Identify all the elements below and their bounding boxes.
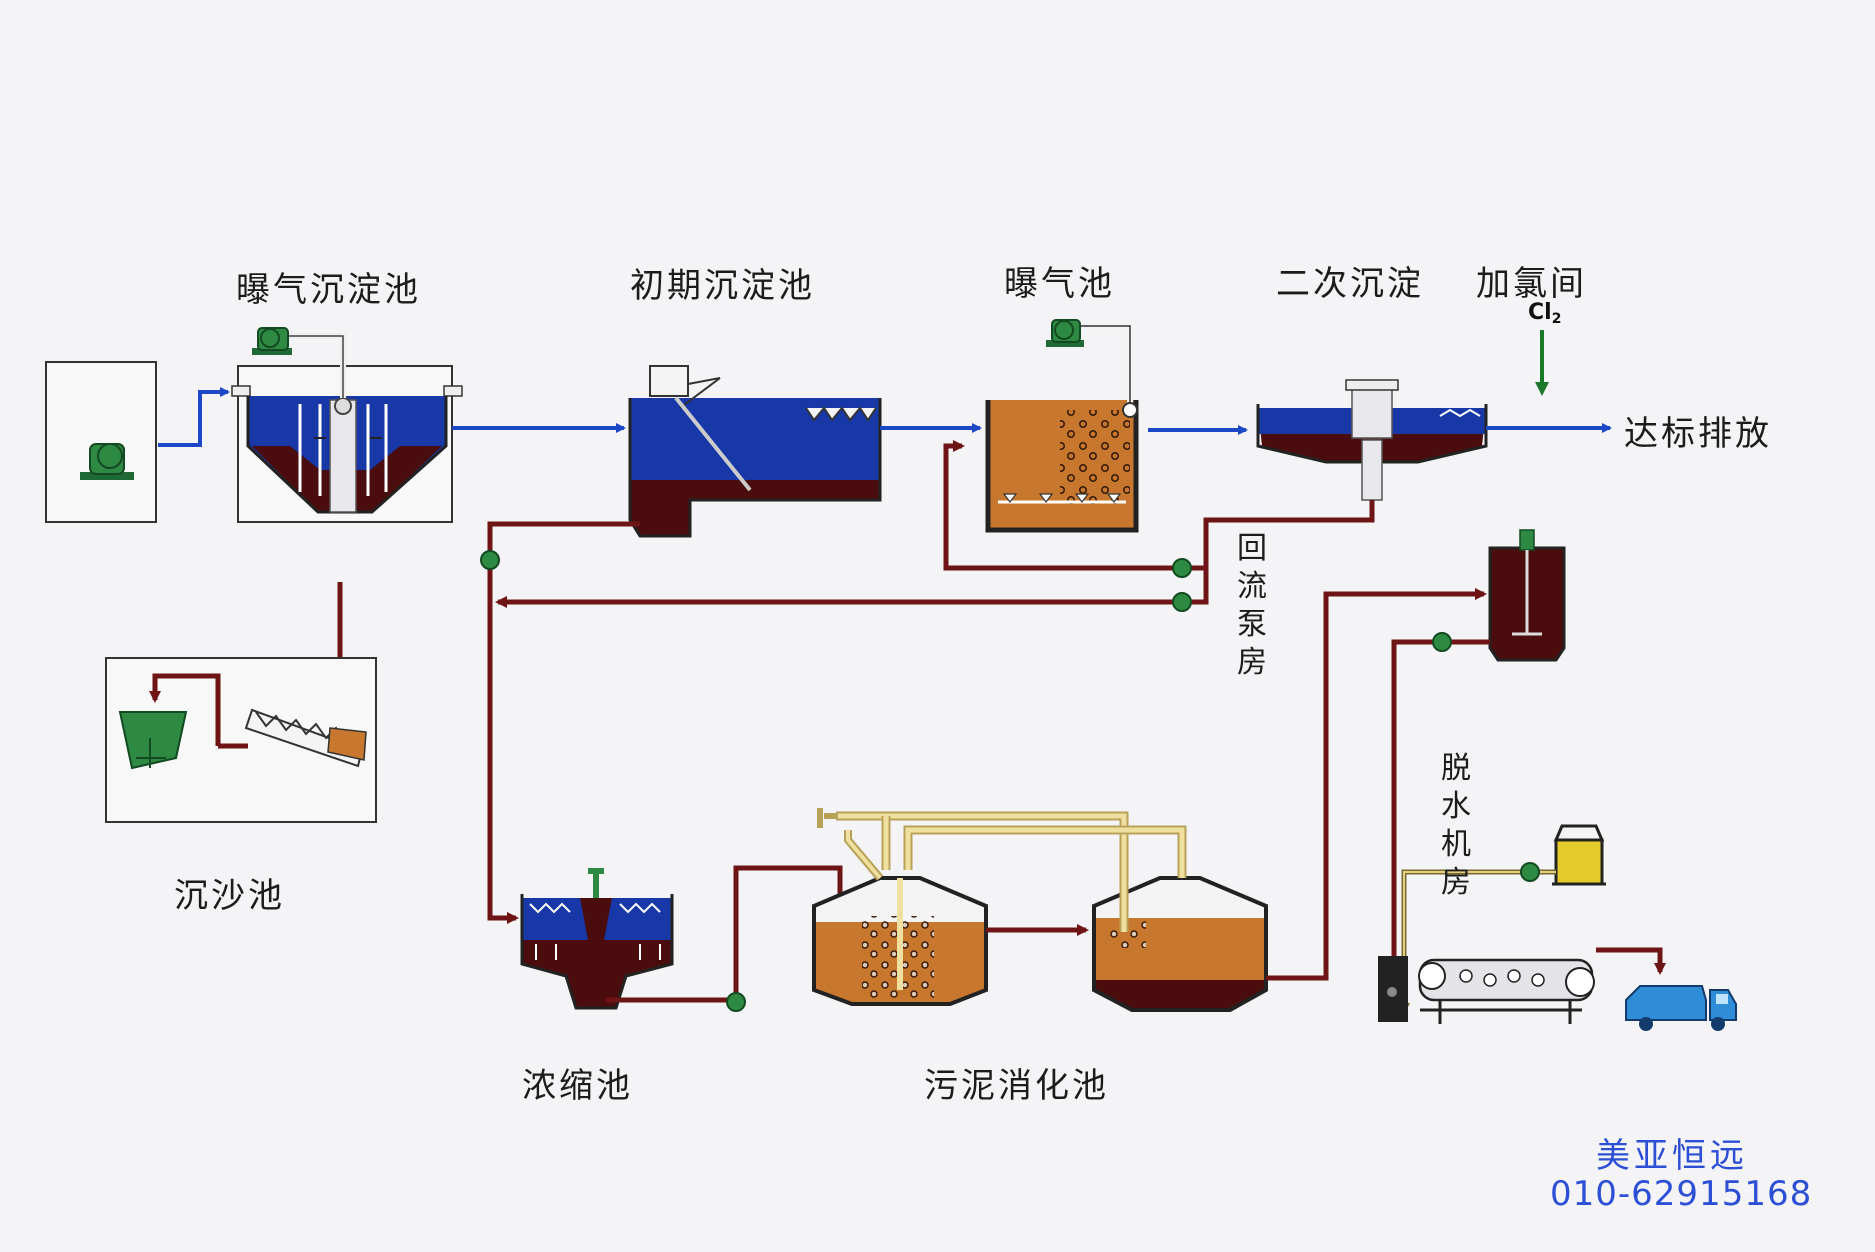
brand-name: 美亚恒远 bbox=[1596, 1136, 1748, 1176]
truck-icon bbox=[1625, 985, 1737, 1031]
pump-icon bbox=[1172, 592, 1192, 612]
pump-icon bbox=[1432, 632, 1452, 652]
chemical-tank-icon bbox=[1552, 824, 1606, 886]
label-chlorination: 加氯间 bbox=[1476, 264, 1587, 304]
thickener-tank bbox=[520, 868, 674, 1010]
label-return-pump: 回流泵房 bbox=[1237, 531, 1267, 680]
label-digester: 污泥消化池 bbox=[924, 1066, 1109, 1106]
gas-piping bbox=[817, 808, 1187, 932]
label-discharge: 达标排放 bbox=[1624, 414, 1772, 454]
sludge-storage-tank bbox=[1488, 529, 1566, 662]
label-primary-settling: 初期沉淀池 bbox=[630, 266, 815, 306]
chlorine-text: Cl bbox=[1528, 300, 1552, 325]
pump-icon bbox=[1520, 862, 1540, 882]
grit-chamber bbox=[105, 657, 377, 823]
pump-icon bbox=[1046, 319, 1084, 347]
inlet-pump-house bbox=[45, 361, 157, 523]
label-aerated-settling: 曝气沉淀池 bbox=[236, 270, 421, 310]
aeration-tank bbox=[985, 319, 1139, 533]
label-aeration-tank: 曝气池 bbox=[1004, 264, 1115, 304]
primary-settling-tank bbox=[628, 365, 882, 538]
pump-icon bbox=[726, 992, 746, 1012]
brand-phone: 010-62915168 bbox=[1550, 1174, 1813, 1214]
secondary-clarifier bbox=[1256, 379, 1488, 501]
label-grit-chamber: 沉沙池 bbox=[174, 876, 285, 916]
label-dewatering: 脱水机房 bbox=[1441, 751, 1471, 900]
pump-icon bbox=[80, 443, 134, 480]
aerated-settling-tank bbox=[231, 327, 463, 523]
mixer-icon bbox=[1512, 529, 1542, 636]
pump-icon bbox=[252, 327, 292, 355]
return-sludge-piping bbox=[480, 440, 1375, 924]
pump-icon bbox=[480, 550, 500, 570]
label-secondary-settling: 二次沉淀 bbox=[1276, 264, 1424, 304]
chlorine-subscript: 2 bbox=[1551, 311, 1562, 327]
pump-icon bbox=[1172, 558, 1192, 578]
chlorine-symbol: Cl2 bbox=[1528, 300, 1561, 327]
label-thickener: 浓缩池 bbox=[522, 1066, 633, 1106]
sludge-digester-1 bbox=[812, 876, 988, 1006]
screw-conveyor-icon bbox=[244, 708, 367, 768]
sludge-digester-2 bbox=[1092, 876, 1268, 1012]
belt-press-icon bbox=[1378, 956, 1595, 1024]
